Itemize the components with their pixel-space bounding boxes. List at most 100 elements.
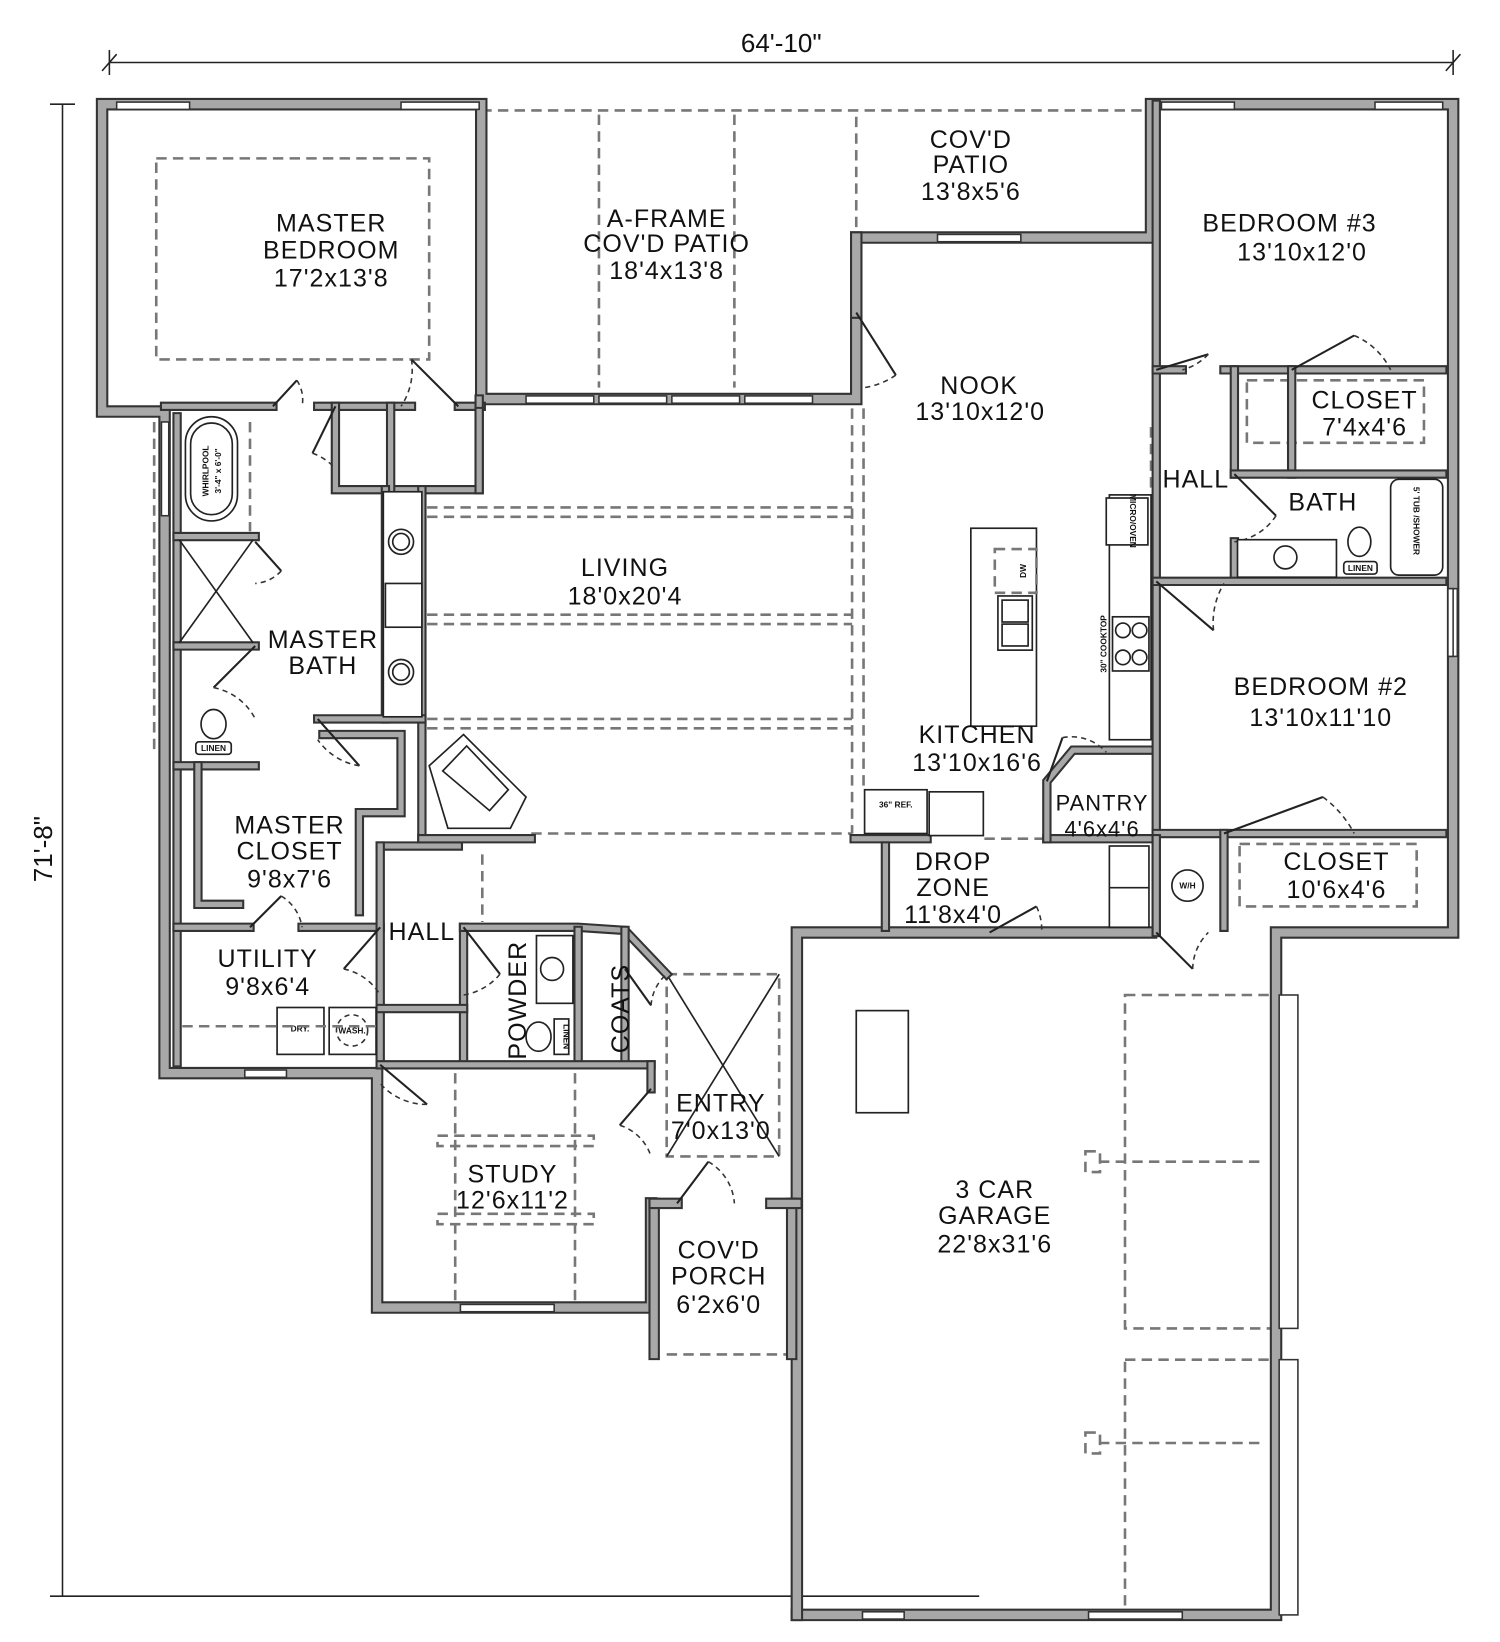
drop-zone-cabinets [1108, 845, 1150, 929]
door [619, 1088, 652, 1126]
room-size: 18'0x20'4 [568, 582, 683, 610]
interior-wall [460, 924, 671, 978]
powder-linen-label: LINEN [562, 1024, 572, 1049]
door-swing [463, 973, 501, 996]
garage-step [855, 1009, 910, 1114]
room-name: STUDY [468, 1161, 558, 1189]
room-name: PANTRY [1056, 791, 1149, 816]
window [160, 421, 170, 517]
door-swing [213, 686, 256, 720]
doors [212, 312, 1392, 1204]
powder-fixtures: LINEN [525, 934, 574, 1056]
room-kitchen: KITCHEN 13'10x16'6 [912, 721, 1042, 777]
window [1278, 1358, 1299, 1616]
width-dimension: 64'-10" [101, 28, 1462, 76]
door-swing [1212, 583, 1225, 631]
room-name: PORCH [671, 1263, 766, 1291]
washer-label: WASH. [338, 1026, 365, 1036]
window [1087, 1611, 1184, 1620]
fireplace [428, 733, 528, 830]
garage-wall [792, 928, 1156, 1620]
room-name: CLOSET [1311, 386, 1417, 414]
room-name: UTILITY [218, 945, 318, 973]
door-swing [296, 379, 304, 407]
door [342, 926, 381, 970]
door [676, 1161, 710, 1204]
room-covd-patio: COV'D PATIO 13'8x5'6 [921, 126, 1020, 206]
room-size: 13'10x11'10 [1249, 704, 1392, 732]
door-swing [1353, 334, 1392, 371]
room-name: A-FRAME [607, 205, 727, 233]
door-swing [1234, 515, 1277, 543]
room-name: BATH [288, 652, 357, 680]
room-coats: COATS [607, 964, 635, 1053]
window [1447, 587, 1454, 658]
room-name: COV'D [930, 126, 1012, 154]
interior-wall [330, 394, 484, 495]
room-name: BEDROOM #2 [1234, 673, 1408, 701]
window [459, 1303, 555, 1313]
room-size: 22'8x31'6 [937, 1230, 1052, 1258]
room-size: 4'6x4'6 [1064, 817, 1139, 842]
room-name: MASTER [268, 626, 378, 654]
whirlpool-label: WHIRLPOOL [200, 445, 210, 496]
room-name: LIVING [581, 554, 669, 582]
room-size: 9'8x7'6 [247, 866, 332, 894]
room-hall-right: HALL [1162, 466, 1229, 494]
kitchen-island: DW [970, 527, 1038, 728]
refrigerator-label: 36" REF. [879, 799, 913, 809]
door [1223, 796, 1324, 835]
room-name: BEDROOM [263, 236, 399, 264]
interior-wall [332, 396, 482, 493]
depth-dimension: 71'-8" [28, 103, 980, 1597]
room-size: 13'10x12'0 [1237, 238, 1367, 266]
windows [115, 101, 1459, 1620]
room-size: 7'0x13'0 [671, 1117, 771, 1145]
room-size: 9'8x6'4 [225, 973, 310, 1001]
door [316, 718, 361, 767]
door-swing [1191, 931, 1209, 969]
door [212, 645, 256, 689]
room-hall-left: HALL [389, 918, 456, 946]
room-name: NOOK [940, 372, 1018, 400]
bath-vanity: LINEN 5' TUB /SHOWER [1236, 478, 1444, 579]
room-entry: ENTRY 7'0x13'0 [671, 1090, 771, 1145]
room-bedroom-2: BEDROOM #2 13'10x11'10 [1234, 673, 1408, 732]
door [1045, 737, 1064, 782]
bath-linen-label: LINEN [1348, 563, 1373, 573]
door-swing [400, 359, 413, 407]
room-name: KITCHEN [919, 721, 1036, 749]
door [855, 312, 897, 376]
door [1155, 931, 1194, 970]
door-swing [1322, 796, 1355, 834]
room-name: BEDROOM #3 [1202, 209, 1376, 237]
door-swing [1035, 906, 1043, 933]
room-size: 13'10x16'6 [912, 749, 1042, 777]
door [1155, 580, 1215, 632]
tub-shower-label: 5' TUB /SHOWER [1412, 487, 1422, 555]
room-living: LIVING 18'0x20'4 [568, 554, 683, 610]
window [1278, 994, 1299, 1330]
door-swing [864, 374, 897, 389]
room-size: 11'8x4'0 [904, 901, 1002, 929]
interior-wall [193, 761, 245, 910]
room-pantry: PANTRY 4'6x4'6 [1056, 791, 1149, 842]
door [311, 405, 337, 454]
door-swing [343, 968, 381, 996]
window [525, 395, 595, 404]
door [254, 541, 283, 572]
master-vanity [382, 490, 423, 718]
window [1160, 101, 1236, 111]
room-utility: UTILITY 9'8x6'4 [218, 945, 318, 1001]
laundry: DRY. WASH. [182, 1006, 381, 1056]
door [272, 379, 298, 408]
door [379, 1064, 428, 1106]
room-drop-zone: DROP ZONE 11'8x4'0 [904, 848, 1002, 929]
door-swing [255, 570, 282, 585]
linen-label: LINEN [201, 743, 226, 753]
door-swing [1182, 353, 1209, 371]
interior-wall [195, 763, 243, 907]
room-size: 10'6x4'6 [1287, 876, 1387, 904]
window [744, 395, 814, 404]
